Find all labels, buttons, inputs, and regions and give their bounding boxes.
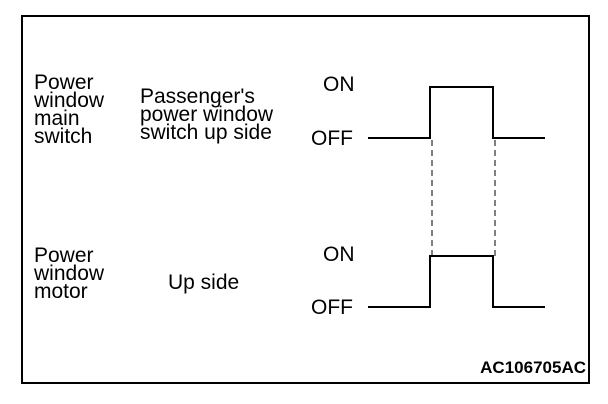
on-label-row1: ON (323, 73, 355, 96)
component-label-motor: Power window motor (34, 244, 105, 303)
component-label-main-switch: Power window main switch (34, 71, 105, 148)
off-label-row2: OFF (311, 296, 353, 319)
waveform-main-switch (368, 86, 545, 139)
diagram-frame (21, 15, 590, 384)
figure-code: AC106705AC (480, 358, 586, 377)
on-label-row2: ON (323, 243, 355, 266)
condition-label-up-side: Up side (168, 271, 240, 294)
waveform-motor (368, 255, 545, 308)
condition-label-passenger-switch: Passenger's power window switch up side (140, 85, 274, 144)
off-label-row1: OFF (311, 127, 353, 150)
